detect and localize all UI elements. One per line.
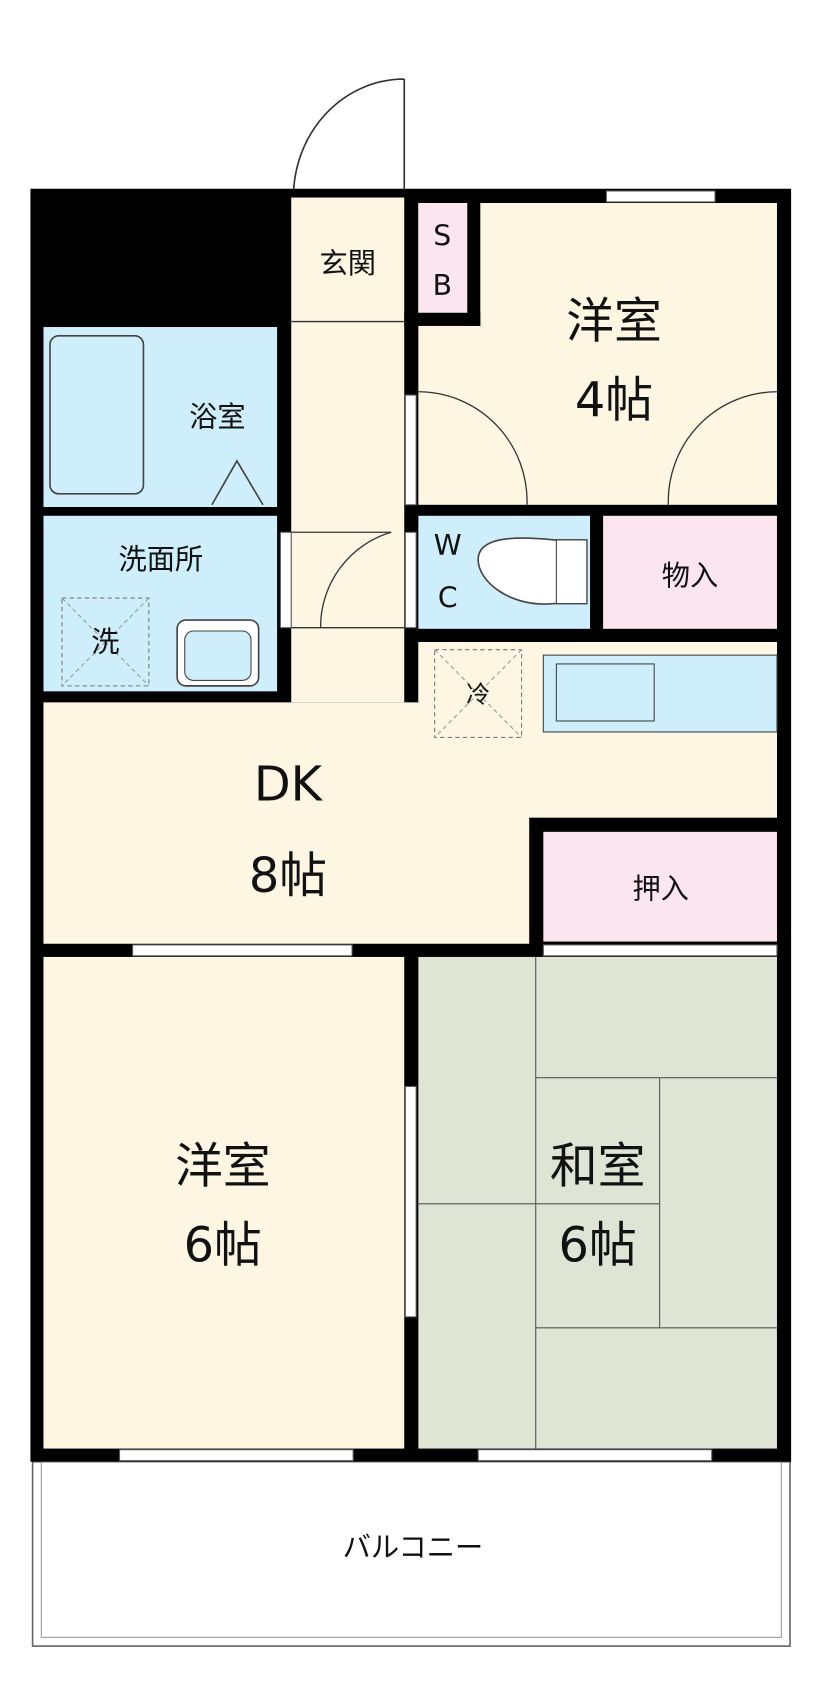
label-dk-size: 8帖 <box>249 848 327 904</box>
room-western-6 <box>43 956 405 1449</box>
entry-door <box>292 78 406 198</box>
tatami-lines <box>418 956 777 1449</box>
label-bath: 浴室 <box>189 400 245 433</box>
label-western-6-name: 洋室 <box>175 1138 271 1194</box>
washer-space <box>61 597 150 687</box>
label-shoe-box-b: B <box>433 269 452 302</box>
fridge-space <box>434 649 523 739</box>
label-closet: 押入 <box>632 872 688 905</box>
bathtub <box>49 334 145 495</box>
label-washer: 洗 <box>91 625 119 658</box>
label-western-4-size: 4帖 <box>575 372 653 428</box>
label-storage: 物入 <box>662 560 718 593</box>
label-washroom: 洗面所 <box>118 543 203 576</box>
balcony-area <box>31 1460 791 1647</box>
kitchen-counter <box>542 654 778 733</box>
label-balcony: バルコニー <box>343 1531 484 1564</box>
label-western-6-size: 6帖 <box>184 1217 262 1273</box>
label-western-4-name: 洋室 <box>566 293 662 349</box>
label-japanese-6-size: 6帖 <box>559 1217 637 1273</box>
label-dk-name: DK <box>254 757 324 813</box>
room-japanese-6 <box>418 956 777 1449</box>
room-storage <box>603 515 777 629</box>
room-closet <box>543 831 777 942</box>
label-wc-c: C <box>438 582 458 615</box>
label-fridge: 冷 <box>466 681 490 709</box>
label-wc-w: W <box>434 529 462 562</box>
room-entrance <box>291 197 405 703</box>
label-entrance: 玄関 <box>319 247 375 280</box>
label-shoe-box-s: S <box>433 219 451 252</box>
label-japanese-6-name: 和室 <box>550 1138 646 1194</box>
